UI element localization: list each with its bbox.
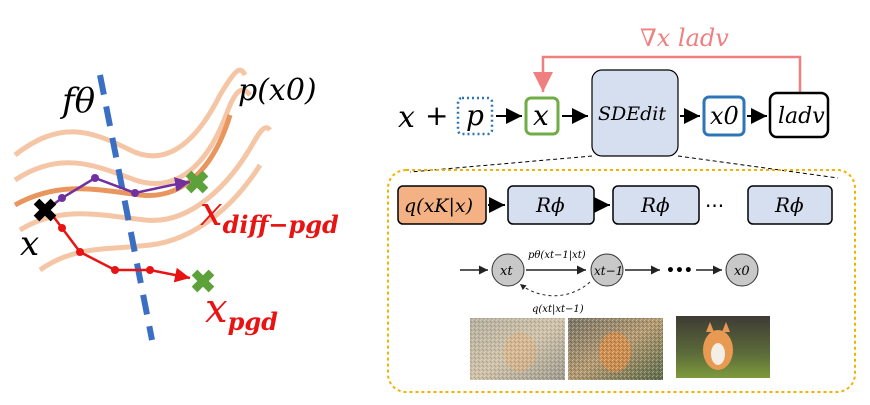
chain-arrow-reverse: [519, 281, 591, 297]
detail-outline: [387, 169, 856, 393]
diff-pgd-step: [91, 174, 99, 182]
chain-node-xt-label: xt: [500, 264, 513, 279]
pgd-label-sub: pgd: [228, 307, 279, 336]
diff-pgd-step: [131, 189, 139, 197]
pgd-step: [146, 266, 154, 274]
chain-node-xt-1-label: xt−1: [594, 264, 623, 278]
data-manifold-label: p(x0): [238, 73, 317, 108]
loss-box: [768, 91, 830, 139]
pgd-label-main: x: [205, 286, 228, 332]
sdedit-detail: q(xK|x) Rϕ Rϕ ··· Rϕ xt pθ(xt−1|xt) q(xt…: [387, 169, 856, 393]
start-marker: [33, 198, 57, 222]
x0-label: x0: [710, 102, 739, 130]
decision-boundary: [97, 74, 155, 341]
r-box-3: [747, 185, 833, 225]
diff-pgd-label-sub: diff−pgd: [223, 210, 339, 239]
pgd-step: [76, 248, 84, 256]
sdedit-pipeline: ∇x ladv x + p x SDEdit x0 ladv: [398, 24, 839, 179]
manifold-curve-outer-bottom: [38, 163, 263, 273]
manifold-curve-center: [13, 114, 233, 208]
pgd-label: xpgd: [205, 286, 278, 336]
gradient-feedback-arrow: [533, 55, 802, 92]
sdedit-label: SDEdit: [598, 103, 666, 125]
pgd-step: [58, 224, 66, 232]
pgd-path: [49, 211, 191, 283]
forward-transition-label: pθ(xt−1|xt): [528, 250, 586, 261]
chain-node-xt: [491, 253, 525, 287]
pgd-end-marker: [191, 269, 215, 293]
diff-pgd-label-main: x: [200, 189, 223, 235]
x-box: [524, 96, 560, 136]
chain-node-xt-1: [590, 253, 624, 287]
manifold-curve-outer-top: [13, 67, 248, 159]
reverse-transition-label: q(xt|xt−1): [532, 304, 584, 315]
r-ellipsis: ···: [705, 194, 724, 218]
plus-sign: +: [425, 99, 448, 132]
zoom-line-right: [677, 155, 839, 179]
sdedit-box: [591, 69, 679, 157]
perturbation-box: [456, 96, 494, 136]
r-box-2: [612, 185, 700, 225]
noisy-image-light: [568, 318, 663, 380]
chain-ellipsis: •••: [666, 263, 693, 279]
classifier-label: fθ: [59, 81, 95, 121]
manifold-illustration: fθ p(x0) x xdiff−pgd xpgd: [13, 67, 339, 341]
loss-label: ladv: [778, 104, 825, 129]
start-label: x: [20, 224, 39, 264]
r-box-1-label: Rϕ: [535, 193, 565, 217]
zoom-line-left: [409, 155, 593, 173]
input-x-label: x: [398, 100, 415, 135]
chain-node-x0: [725, 253, 759, 287]
q-box: [397, 185, 487, 225]
q-box-label: q(xK|x): [404, 195, 473, 217]
noisy-image-heavy: [470, 318, 565, 380]
r-box-2-label: Rϕ: [640, 193, 670, 217]
clean-image: [676, 316, 770, 378]
perturbation-label: p: [466, 99, 484, 132]
diff-pgd-end-marker: [185, 170, 209, 194]
x0-box: [702, 95, 746, 137]
pgd-step: [111, 266, 119, 274]
diff-pgd-step: [58, 194, 66, 202]
gradient-label: ∇x ladv: [640, 24, 729, 52]
r-box-3-label: Rϕ: [774, 193, 804, 217]
manifold-curve-lower: [18, 125, 272, 233]
x-box-label: x: [533, 99, 549, 132]
diff-pgd-label: xdiff−pgd: [200, 189, 339, 239]
chain-node-x0-label: x0: [734, 264, 750, 279]
